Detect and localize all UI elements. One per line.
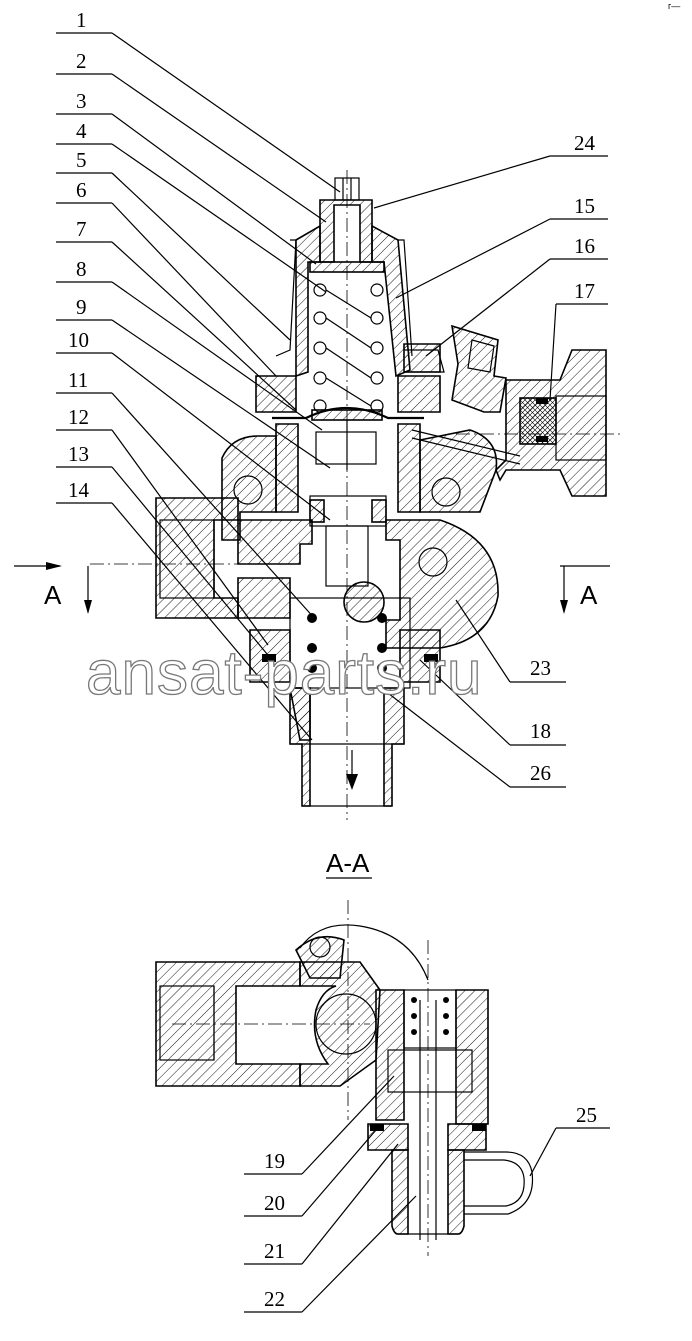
part-label-16: 16 bbox=[574, 234, 595, 258]
right-top-labels: 24 15 16 17 bbox=[373, 131, 608, 401]
right-mid-labels: 23 18 26 bbox=[383, 599, 566, 788]
part-label-22: 22 bbox=[264, 1287, 285, 1311]
part-label-23: 23 bbox=[530, 656, 551, 680]
section-aa-view bbox=[155, 900, 534, 1256]
part-label-25: 25 bbox=[576, 1103, 597, 1127]
part-label-19: 19 bbox=[264, 1149, 285, 1173]
corner-mark: г— bbox=[668, 1, 680, 11]
part-label-13: 13 bbox=[68, 442, 89, 466]
part-label-26: 26 bbox=[530, 761, 551, 785]
part-label-2: 2 bbox=[76, 49, 87, 73]
part-label-4: 4 bbox=[76, 119, 87, 143]
left-leaders bbox=[111, 32, 341, 741]
left-labels: 1 2 3 4 5 6 7 8 9 10 11 12 13 14 bbox=[56, 8, 112, 504]
part-label-9: 9 bbox=[76, 295, 87, 319]
part-label-6: 6 bbox=[76, 178, 87, 202]
part-label-21: 21 bbox=[264, 1239, 285, 1263]
part-label-14: 14 bbox=[68, 478, 90, 502]
part-label-17: 17 bbox=[574, 279, 595, 303]
part-label-8: 8 bbox=[76, 257, 87, 281]
part-label-7: 7 bbox=[76, 217, 87, 241]
part-label-12: 12 bbox=[68, 405, 89, 429]
part-label-11: 11 bbox=[68, 368, 88, 392]
part-label-3: 3 bbox=[76, 89, 87, 113]
section-view-title: A-A bbox=[326, 848, 370, 878]
part-label-18: 18 bbox=[530, 719, 551, 743]
spring bbox=[313, 283, 384, 413]
part-label-24: 24 bbox=[574, 131, 596, 155]
part-label-5: 5 bbox=[76, 148, 87, 172]
section-markers: A A bbox=[14, 562, 610, 614]
bottom-labels: 19 20 21 22 25 bbox=[244, 1075, 610, 1313]
part-label-1: 1 bbox=[76, 8, 87, 32]
watermark-text: ansat-parts.ru bbox=[86, 639, 483, 708]
part-label-20: 20 bbox=[264, 1191, 285, 1215]
part-label-15: 15 bbox=[574, 194, 595, 218]
part-label-10: 10 bbox=[68, 328, 89, 352]
section-marker-left: A bbox=[44, 580, 62, 610]
section-marker-right: A bbox=[580, 580, 598, 610]
